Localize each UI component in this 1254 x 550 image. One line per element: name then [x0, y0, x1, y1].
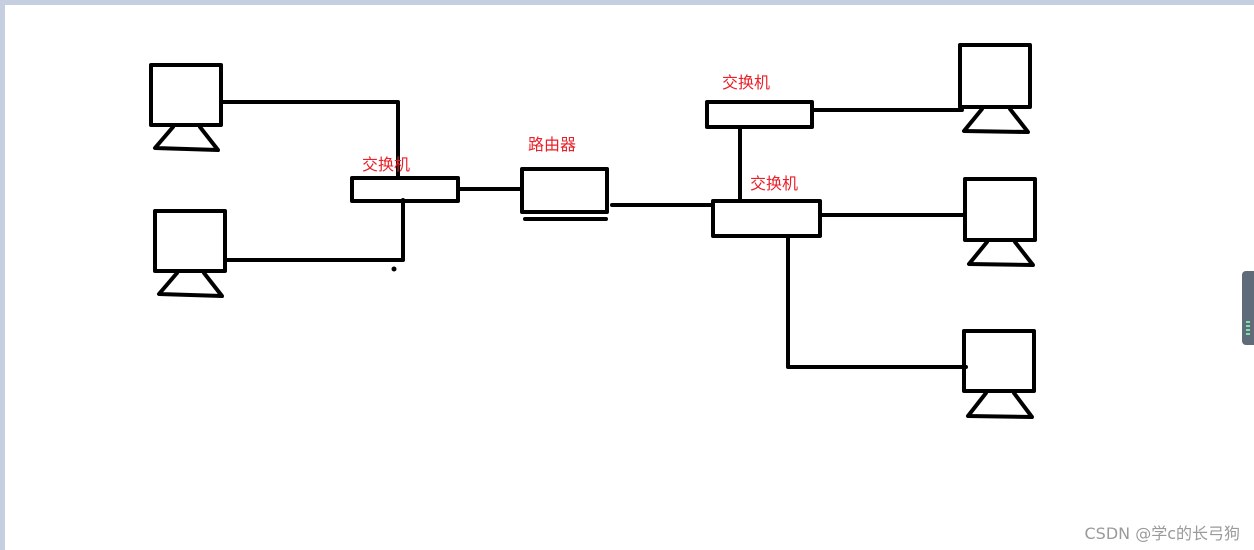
watermark: CSDN @学c的长弓狗 — [1084, 524, 1240, 543]
ink-dot — [391, 266, 397, 272]
switch-left — [350, 176, 460, 203]
switch-top-right — [705, 100, 814, 129]
link-pc2-switch-left — [224, 198, 405, 262]
switch-top-right-label: 交换机 — [722, 73, 771, 92]
computer-icon-1 — [149, 63, 223, 152]
switch-right — [711, 199, 822, 238]
grip-icon — [1246, 321, 1250, 337]
side-scroll-handle[interactable] — [1242, 271, 1254, 345]
computer-icon-5 — [962, 329, 1036, 419]
switch-left-label: 交换机 — [362, 155, 411, 174]
computer-icon-3 — [958, 43, 1032, 134]
router — [520, 167, 609, 214]
connection-lines — [219, 100, 968, 369]
link-pc1-switch-left — [219, 100, 400, 180]
switch-right-label: 交换机 — [750, 174, 799, 193]
router-label: 路由器 — [528, 135, 577, 154]
window-top-border — [0, 0, 1254, 5]
computer-icon-4 — [963, 177, 1037, 267]
link-switch-right-pc5 — [786, 235, 968, 369]
computer-icon-2 — [153, 209, 227, 298]
window-left-border — [0, 0, 5, 550]
